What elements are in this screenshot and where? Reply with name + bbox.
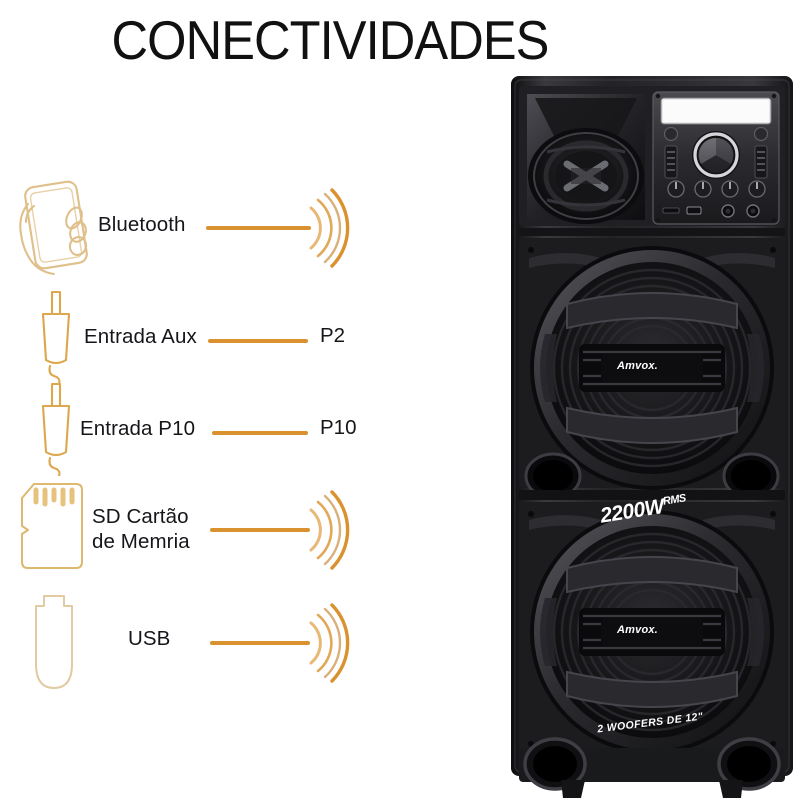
feature-label-bluetooth: Bluetooth — [98, 213, 186, 236]
signal-waves-icon-bluetooth — [305, 188, 367, 273]
connector-line-sd-card — [210, 528, 310, 532]
feature-value-p10: P10 — [320, 416, 357, 439]
horn-tweeter — [527, 94, 645, 224]
feature-row-aux[interactable]: Entrada Aux P2 — [0, 288, 400, 386]
bottom-section — [519, 737, 785, 798]
feature-row-sd-card[interactable]: SD Cartão de Memria — [0, 478, 400, 582]
feature-label-usb: USB — [128, 627, 171, 650]
signal-waves-icon-sd-card — [305, 490, 367, 575]
sd-memory-card-icon — [14, 478, 90, 579]
feature-row-p10[interactable]: Entrada P10 P10 — [0, 380, 400, 478]
hand-holding-phone-icon — [12, 176, 116, 289]
audio-plug-icon-p10 — [28, 380, 84, 481]
signal-waves-icon-usb — [305, 603, 367, 688]
feature-label-p10: Entrada P10 — [80, 417, 196, 440]
audio-plug-icon-aux — [28, 288, 84, 389]
page-title: CONECTIVIDADES — [111, 9, 550, 71]
connector-line-bluetooth — [206, 226, 311, 230]
connector-line-aux — [208, 339, 308, 343]
feature-row-usb[interactable]: USB — [0, 590, 400, 700]
usb-flash-drive-icon — [18, 590, 90, 703]
product-image-speaker: Amvox. 2200WRMS Amvox. 2 WOOFERS DE 12" — [505, 72, 800, 800]
connector-line-p10 — [212, 431, 308, 435]
control-panel — [652, 91, 780, 225]
lower-woofer — [519, 502, 785, 754]
speaker-illustration — [511, 76, 793, 798]
feature-label-aux: Entrada Aux — [84, 325, 197, 348]
upper-woofer — [519, 238, 785, 500]
feature-row-bluetooth[interactable]: Bluetooth — [0, 176, 400, 286]
feature-value-aux: P2 — [320, 324, 346, 347]
feature-label-sd-card: SD Cartão de Memria — [92, 505, 190, 553]
connector-line-usb — [210, 641, 310, 645]
